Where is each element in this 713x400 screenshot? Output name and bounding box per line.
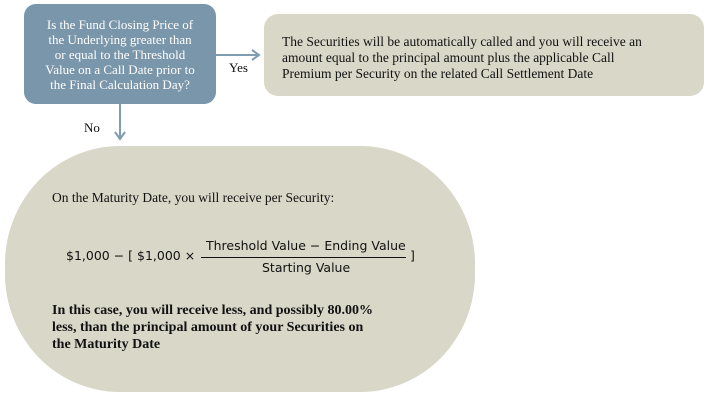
automatic-call-result-box: The Securities will be automatically cal… (264, 14, 704, 96)
warning-line: the Maturity Date (52, 337, 161, 352)
maturity-payout-box: On the Maturity Date, you will receive p… (5, 146, 475, 392)
arrow-no (114, 104, 126, 141)
question-line: the Underlying greater than (48, 31, 192, 47)
no-label: No (84, 120, 100, 135)
call-date-question-box: Is the Fund Closing Price of the Underly… (24, 4, 216, 104)
warning-line: In this case, you will receive less, and… (52, 303, 373, 318)
question-line: the Final Calculation Day? (50, 76, 190, 92)
result-line: The Securities will be automatically cal… (282, 34, 642, 49)
result-line: amount equal to the principal amount plu… (282, 50, 615, 65)
question-line: Is the Fund Closing Price of (46, 16, 194, 32)
question-line: or equal to the Threshold (54, 46, 186, 62)
loss-warning-text: In this case, you will receive less, and… (52, 302, 373, 353)
fraction-bar (201, 257, 406, 258)
question-line: Value on a Call Date prior to (45, 61, 195, 77)
maturity-intro-text: On the Maturity Date, you will receive p… (52, 190, 335, 205)
warning-line: less, than the principal amount of your … (52, 320, 364, 335)
formula-denominator: Starting Value (262, 260, 351, 275)
result-line: Premium per Security on the related Call… (282, 66, 594, 81)
arrow-yes (216, 49, 261, 61)
formula-lead: $1,000 − [ $1,000 × (66, 248, 196, 263)
formula-close-bracket: ] (410, 248, 415, 263)
yes-label: Yes (229, 60, 248, 75)
formula-numerator: Threshold Value − Ending Value (206, 238, 406, 253)
payout-formula: $1,000 − [ $1,000 × Threshold Value − En… (66, 235, 426, 279)
